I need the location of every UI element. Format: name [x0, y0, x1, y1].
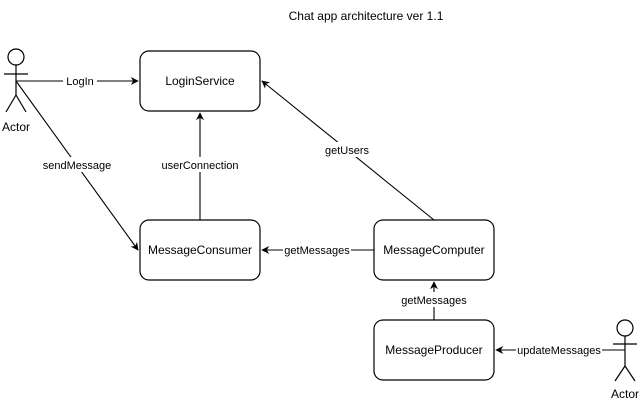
message-consumer-label: MessageConsumer	[148, 243, 252, 257]
edge-update-messages-label: updateMessages	[517, 345, 601, 357]
edge-get-messages-v-label: getMessages	[401, 295, 467, 307]
edge-login-label: LogIn	[66, 76, 94, 88]
edge-get-users-label: getUsers	[325, 145, 370, 157]
message-producer-label: MessageProducer	[385, 343, 482, 357]
message-computer-label: MessageComputer	[383, 243, 484, 257]
actor-right-icon	[613, 319, 637, 382]
edge-send-message-label: sendMessage	[43, 160, 112, 172]
actor-right-label: Actor	[611, 387, 639, 401]
edge-get-messages-h-label: getMessages	[284, 245, 350, 257]
actor-left-label: Actor	[2, 120, 30, 134]
diagram-title: Chat app architecture ver 1.1	[289, 9, 444, 23]
login-service-box	[139, 50, 261, 112]
edge-user-connection-label: userConnection	[161, 160, 238, 172]
actor-left-icon	[4, 48, 28, 113]
login-service-label: LoginService	[165, 74, 235, 88]
